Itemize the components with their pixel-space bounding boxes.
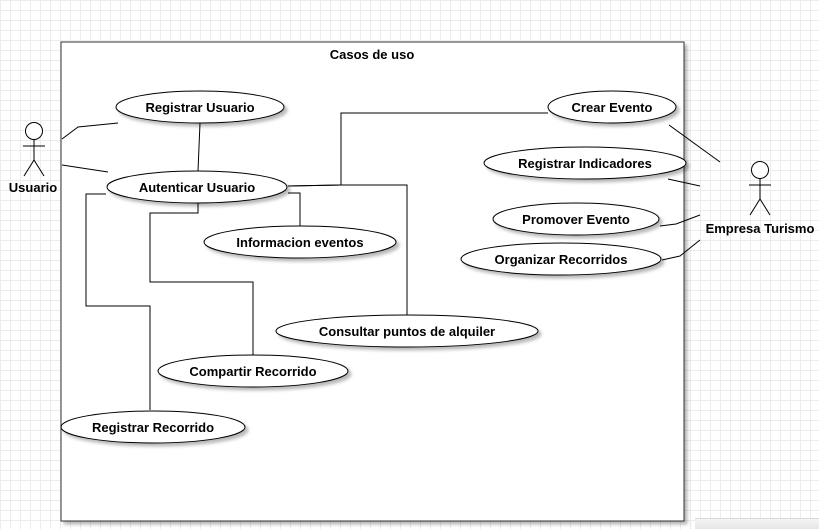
assoc-usuario-autenticar <box>61 164 109 173</box>
assoc-empresa-crear <box>668 124 721 163</box>
usecase-label: Organizar Recorridos <box>495 252 628 267</box>
assoc-autenticar-compartir <box>149 203 254 355</box>
usecase-consultar-puntos-alquiler[interactable]: Consultar puntos de alquiler <box>275 314 539 348</box>
usecase-label: Consultar puntos de alquiler <box>319 324 495 339</box>
stick-figure-icon <box>749 161 771 216</box>
actor-label: Usuario <box>9 180 57 195</box>
usecase-label: Registrar Usuario <box>145 100 254 115</box>
actor-usuario[interactable]: Usuario <box>9 122 57 196</box>
usecase-label: Promover Evento <box>522 212 630 227</box>
usecase-registrar-usuario[interactable]: Registrar Usuario <box>115 90 285 124</box>
stick-figure-icon <box>23 122 45 177</box>
usecase-label: Compartir Recorrido <box>189 364 316 379</box>
usecase-informacion-eventos[interactable]: Informacion eventos <box>203 225 397 259</box>
usecase-label: Autenticar Usuario <box>139 180 255 195</box>
assoc-autenticar-informacion <box>288 192 301 226</box>
assoc-autenticar-consultar <box>287 184 408 316</box>
usecase-autenticar-usuario[interactable]: Autenticar Usuario <box>106 170 288 204</box>
usecase-label: Informacion eventos <box>236 235 363 250</box>
actor-label: Empresa Turismo <box>706 221 815 236</box>
assoc-registrar-autenticar <box>197 122 201 172</box>
usecase-organizar-recorridos[interactable]: Organizar Recorridos <box>460 242 662 276</box>
usecase-registrar-recorrido[interactable]: Registrar Recorrido <box>60 410 246 444</box>
assoc-usuario-registrar <box>61 122 119 140</box>
associations <box>61 112 721 410</box>
canvas-corner-panel <box>695 518 819 529</box>
assoc-empresa-indicadores <box>667 178 701 187</box>
usecase-label: Registrar Recorrido <box>92 420 214 435</box>
assoc-autenticar-registrar-recorrido <box>85 193 151 410</box>
system-title: Casos de uso <box>330 47 415 62</box>
usecase-registrar-indicadores[interactable]: Registrar Indicadores <box>483 146 687 180</box>
assoc-empresa-promover <box>659 214 701 227</box>
usecase-promover-evento[interactable]: Promover Evento <box>492 202 660 236</box>
usecase-label: Crear Evento <box>572 100 653 115</box>
usecase-label: Registrar Indicadores <box>518 156 652 171</box>
actor-empresa-turismo[interactable]: Empresa Turismo <box>706 161 815 237</box>
usecase-compartir-recorrido[interactable]: Compartir Recorrido <box>157 354 349 388</box>
usecase-crear-evento[interactable]: Crear Evento <box>547 90 677 124</box>
assoc-empresa-organizar <box>661 239 701 261</box>
